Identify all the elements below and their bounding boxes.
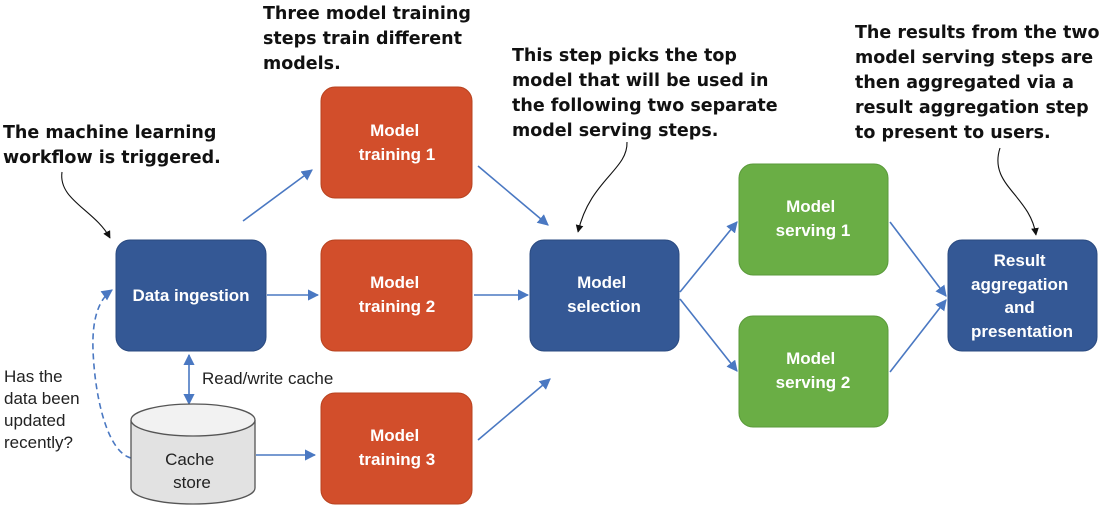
annotation-results: The results from the two model serving s… <box>855 23 1100 143</box>
result-aggregation-node: Result aggregation and presentation <box>947 239 1098 352</box>
arrow-ingestion-to-training-1 <box>242 169 313 222</box>
result-aggregation-label: Result aggregation and presentation <box>971 251 1073 341</box>
arrow-selection-to-serving-1 <box>679 221 738 293</box>
data-updated-question: Has the data been updated recently? <box>4 367 84 452</box>
annotation-selection: This step picks the top model that will … <box>512 46 784 141</box>
model-training-1-node: Model training 1 <box>320 86 473 199</box>
model-selection-label: Model selection <box>567 273 641 316</box>
arrow-training-3-to-selection <box>477 378 551 441</box>
arrow-selection-to-serving-2 <box>679 298 738 372</box>
data-ingestion-label: Data ingestion <box>132 286 249 305</box>
model-training-1-label: Model training 1 <box>359 121 436 164</box>
model-serving-2-node: Model serving 2 <box>738 315 889 428</box>
model-selection-node: Model selection <box>529 239 680 352</box>
annotation-trigger: The machine learning workflow is trigger… <box>3 123 223 168</box>
data-ingestion-node: Data ingestion <box>115 239 267 352</box>
arrow-serving-1-to-result <box>889 221 947 297</box>
selection-pointer-arrow <box>575 141 628 233</box>
model-training-2-label: Model training 2 <box>359 273 436 316</box>
trigger-pointer-arrow <box>61 171 111 239</box>
model-serving-2-label: Model serving 2 <box>776 349 851 392</box>
read-write-cache-label: Read/write cache <box>202 369 333 388</box>
annotation-training: Three model training steps train differe… <box>263 4 477 74</box>
arrow-training-1-to-selection <box>477 165 549 226</box>
arrow-serving-2-to-result <box>889 299 947 373</box>
model-training-3-node: Model training 3 <box>320 392 473 505</box>
cache-store-label: Cache store <box>165 450 219 492</box>
cache-store-node: Cache store <box>130 403 256 505</box>
model-training-3-label: Model training 3 <box>359 426 436 469</box>
results-pointer-arrow <box>997 147 1039 236</box>
model-serving-1-label: Model serving 1 <box>776 197 851 240</box>
model-serving-1-node: Model serving 1 <box>738 163 889 276</box>
arrow-cache-update-check <box>92 289 132 459</box>
model-training-2-node: Model training 2 <box>320 239 473 352</box>
